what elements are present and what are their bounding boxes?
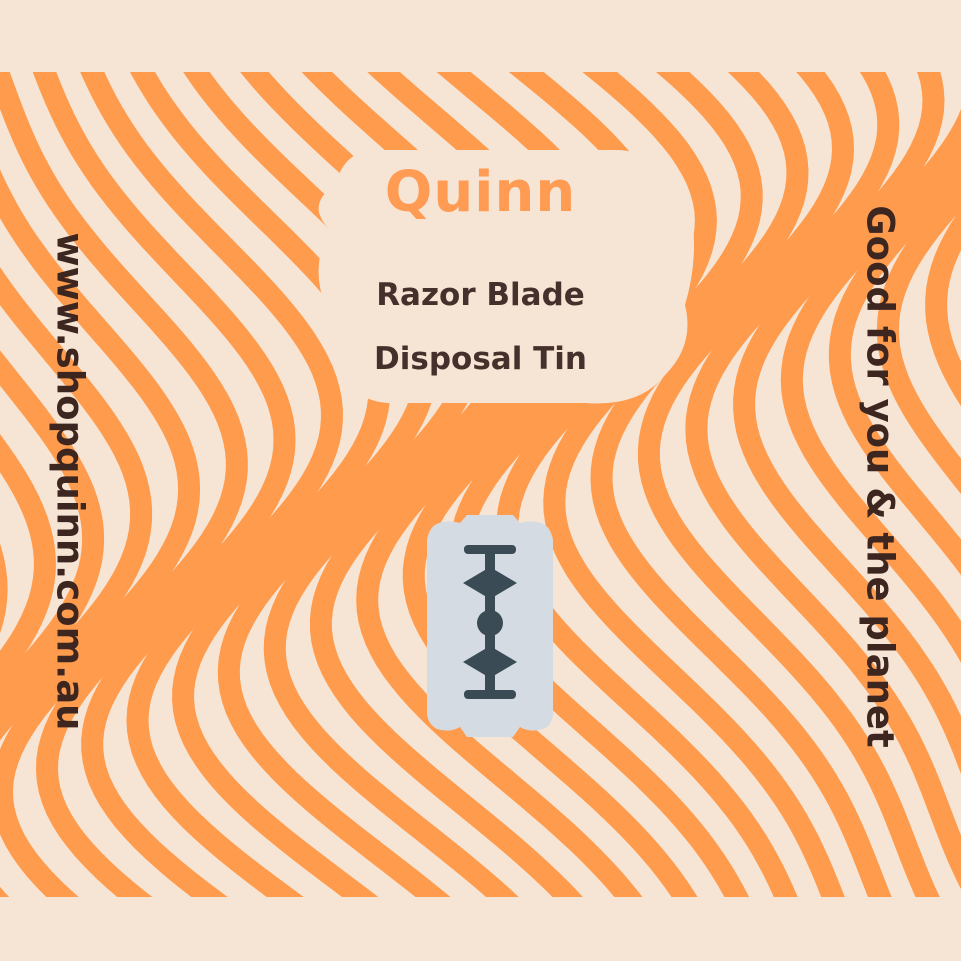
stripe <box>0 350 105 713</box>
razor-blade-icon <box>427 515 553 737</box>
stripe <box>496 29 811 941</box>
stripe <box>733 29 961 775</box>
stripe <box>165 29 483 941</box>
product-name-line2: Disposal Tin <box>374 341 587 377</box>
stripe <box>780 34 961 663</box>
website-text: www.shopquinn.com.au <box>48 232 92 731</box>
stripe <box>637 29 956 941</box>
product-name-line1: Razor Blade <box>376 277 585 313</box>
stripe <box>543 29 857 941</box>
tagline-text: Good for you & the planet <box>858 205 902 748</box>
brand-name: Quinn <box>384 160 577 225</box>
stripe <box>0 169 201 941</box>
stripe <box>21 29 296 941</box>
stripe <box>0 266 153 941</box>
stripe <box>0 46 248 941</box>
stripe <box>115 29 414 941</box>
stripe <box>828 152 961 576</box>
stripe <box>0 433 56 687</box>
stripe <box>68 29 343 941</box>
title-label-plate <box>318 150 694 404</box>
stripe <box>590 29 906 941</box>
stripe <box>685 29 961 889</box>
